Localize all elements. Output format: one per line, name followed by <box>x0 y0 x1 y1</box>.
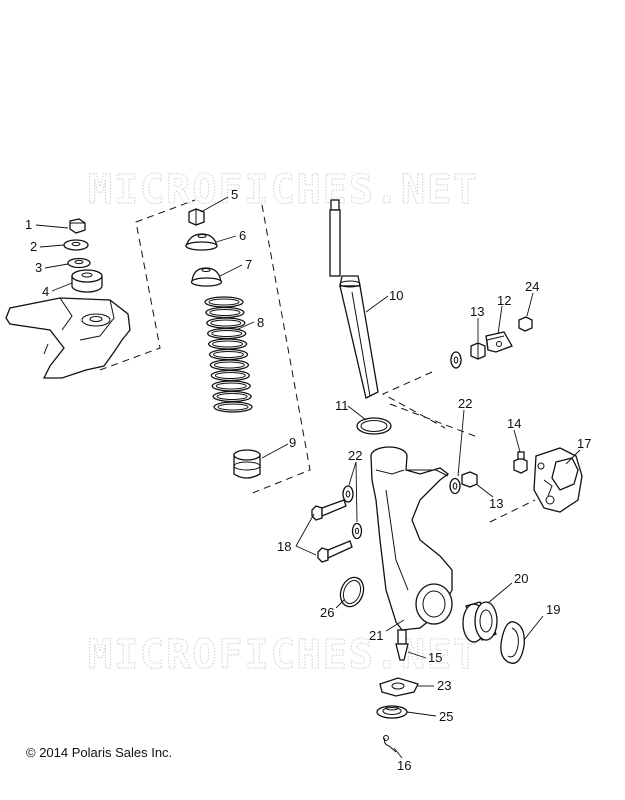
callout-22-right: 22 <box>458 396 472 411</box>
callout-18: 18 <box>277 539 291 554</box>
part-14-bolt[interactable] <box>513 451 528 474</box>
part-18-bolts[interactable] <box>311 499 353 563</box>
callout-16: 16 <box>397 758 411 773</box>
part-4-bushing[interactable] <box>71 269 103 293</box>
spring-coil-inner <box>212 340 244 348</box>
part-16-cotter-pin[interactable] <box>383 735 397 753</box>
part-21-steering-knuckle[interactable] <box>370 446 453 661</box>
callout-26: 26 <box>320 605 334 620</box>
spring-coil-inner <box>208 298 240 306</box>
spring-coil-inner <box>213 351 244 358</box>
spring-coil-inner <box>216 393 248 400</box>
part-24-nut[interactable] <box>518 316 533 332</box>
callout-13-upper: 13 <box>470 304 484 319</box>
callout-9: 9 <box>289 435 296 450</box>
part-9-bump-stop[interactable] <box>233 449 261 479</box>
part-22-washer-left[interactable] <box>342 485 363 540</box>
spring-coil-inner <box>215 382 247 390</box>
callout-24: 24 <box>525 279 539 294</box>
watermark-top: MICROFICHES.NET <box>88 167 479 213</box>
part-6-spring-cup[interactable] <box>185 233 218 251</box>
part-1-nut[interactable] <box>69 218 86 234</box>
part-13-nut-upper[interactable] <box>470 342 486 360</box>
callout-19: 19 <box>546 602 560 617</box>
callout-12: 12 <box>497 293 511 308</box>
part-20-wheel-bearing[interactable] <box>462 601 498 643</box>
spring-coil-inner <box>210 319 242 327</box>
spring-coil-inner <box>217 403 249 411</box>
callout-2: 2 <box>30 239 37 254</box>
callout-7: 7 <box>245 257 252 272</box>
callout-14: 14 <box>507 416 521 431</box>
part-12-clip[interactable] <box>485 331 513 353</box>
callout-labels: 1 2 3 4 5 6 7 8 9 10 11 12 13 24 22 22 1… <box>25 187 591 773</box>
callout-25: 25 <box>439 709 453 724</box>
part-7-spring-retainer[interactable] <box>190 267 223 287</box>
leader-lines <box>35 196 581 759</box>
spring-coil-inner <box>213 361 245 369</box>
callout-5: 5 <box>231 187 238 202</box>
callout-21: 21 <box>369 628 383 643</box>
part-10-shock-absorber[interactable] <box>329 199 379 399</box>
part-5-nut[interactable] <box>188 208 205 226</box>
callout-4: 4 <box>42 284 49 299</box>
part-13-nut-lower[interactable] <box>461 471 478 488</box>
callout-17: 17 <box>577 436 591 451</box>
watermark-bottom: MICROFICHES.NET <box>88 632 479 678</box>
part-22-washer-right[interactable] <box>449 477 461 495</box>
copyright-notice: © 2014 Polaris Sales Inc. <box>26 745 173 760</box>
part-3-washer[interactable] <box>67 257 91 269</box>
callout-8: 8 <box>257 315 264 330</box>
assembly-guide-lines <box>99 199 536 523</box>
callout-20: 20 <box>514 571 528 586</box>
callout-15: 15 <box>428 650 442 665</box>
callout-13-lower: 13 <box>489 496 503 511</box>
spring-coil-inner <box>214 372 246 379</box>
callout-22-left: 22 <box>348 448 362 463</box>
part-19-snap-ring[interactable] <box>500 621 525 664</box>
callout-10: 10 <box>389 288 403 303</box>
part-23-dust-shield[interactable] <box>379 677 419 697</box>
part-2-washer[interactable] <box>63 239 89 251</box>
callout-1: 1 <box>25 217 32 232</box>
part-8-coil-spring[interactable] <box>204 296 253 413</box>
callout-3: 3 <box>35 260 42 275</box>
part-11-seal-ring[interactable] <box>356 417 392 435</box>
part-26-o-ring[interactable] <box>337 574 368 610</box>
callout-6: 6 <box>239 228 246 243</box>
part-17-brake-caliper[interactable] <box>533 447 583 513</box>
callout-11: 11 <box>335 398 349 413</box>
part-22-washer-upper[interactable] <box>450 351 462 369</box>
spring-coil-inner <box>209 309 241 316</box>
frame-mount <box>5 297 131 379</box>
spring-coil-inner <box>211 330 243 337</box>
callout-23: 23 <box>437 678 451 693</box>
part-25-seal[interactable] <box>376 705 408 719</box>
